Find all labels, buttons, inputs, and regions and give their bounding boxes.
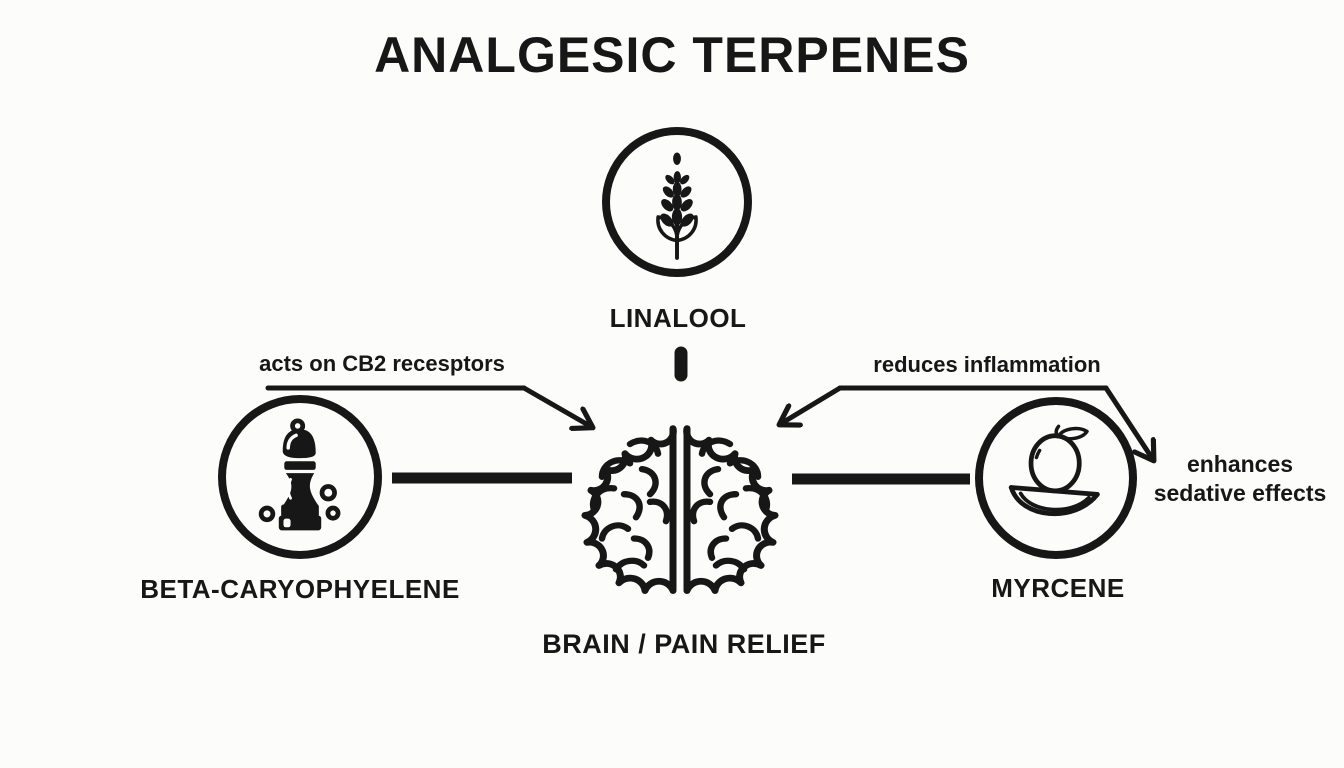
sedative-annotation-text: enhances sedative effects <box>1154 450 1327 508</box>
pepper-grinder-icon <box>258 418 341 531</box>
page-title: ANALGESIC TERPENES <box>374 27 970 83</box>
betacaryophyelene-node-circle <box>218 395 382 559</box>
brain-node-label: BRAIN / PAIN RELIEF <box>542 629 826 659</box>
sedative-annotation-line1: enhances <box>1186 451 1294 477</box>
inflammation-annotation-text: reduces inflammation <box>873 352 1101 377</box>
mango-icon <box>1008 424 1100 517</box>
cb2-annotation-text: acts on CB2 recesptors <box>259 351 505 376</box>
linalool-node-circle <box>602 127 752 277</box>
myrcene-node-label: MYRCENE <box>991 573 1125 603</box>
sedative-annotation-line2: sedative effects <box>1153 480 1327 506</box>
linalool-node-label: LINALOOL <box>609 303 747 333</box>
brain-icon <box>581 392 786 606</box>
sedative-annotation-arrow <box>1103 385 1152 458</box>
myrcene-node-circle <box>975 397 1137 559</box>
betacaryophyelene-node-label: BETA-CARYOPHYELENE <box>140 574 460 604</box>
cb2-annotation-arrow <box>521 385 590 426</box>
lavender-sprig-icon <box>656 152 698 260</box>
inflammation-annotation-arrow <box>782 385 843 423</box>
